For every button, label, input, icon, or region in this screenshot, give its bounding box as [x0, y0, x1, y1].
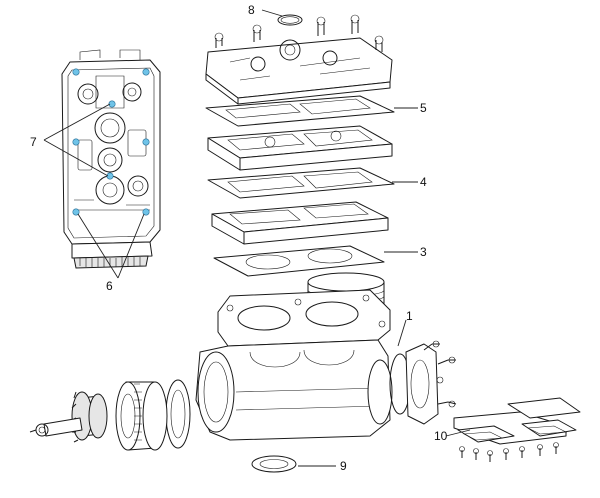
valve-plate [207, 125, 393, 171]
callout-7: 7 [30, 135, 37, 149]
cylinder-head-rear-view [61, 49, 161, 269]
callout-5: 5 [420, 101, 427, 115]
callouts: 8 5 4 3 1 7 6 9 10 [30, 3, 448, 473]
cylinder-head [205, 14, 393, 105]
gasket-3 [213, 245, 385, 277]
crankshaft-drive [29, 379, 191, 451]
crankcase [195, 289, 393, 441]
gasket-4 [207, 167, 395, 199]
callout-6: 6 [106, 279, 113, 293]
reed-plate [211, 201, 389, 245]
callout-1: 1 [406, 309, 413, 323]
oil-seal [251, 455, 297, 473]
cover-plates [453, 397, 581, 462]
callout-9: 9 [340, 459, 347, 473]
gasket-5 [205, 95, 395, 127]
leader-lines [43, 9, 471, 467]
callout-3: 3 [420, 245, 427, 259]
callout-4: 4 [420, 175, 427, 189]
end-cover [389, 340, 457, 425]
callout-8: 8 [248, 3, 255, 17]
callout-10: 10 [434, 429, 448, 443]
